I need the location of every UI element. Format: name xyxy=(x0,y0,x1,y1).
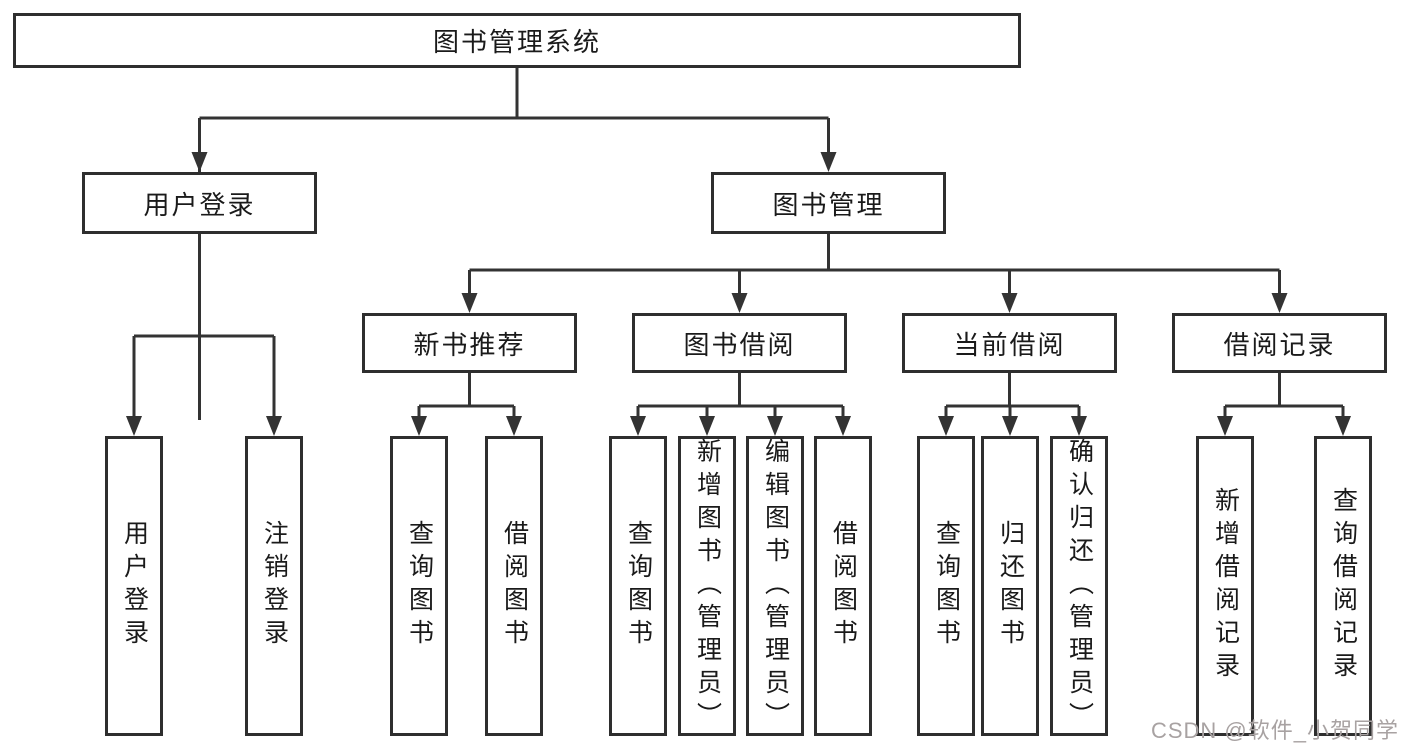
node-current-borrow: 当前借阅 xyxy=(902,313,1117,373)
arrowheads xyxy=(126,152,1351,436)
leaf-edit-books-admin-label: 编辑图书（管理员） xyxy=(761,437,790,735)
node-root-label: 图书管理系统 xyxy=(432,27,601,57)
leaf-borrow-books-1: 借阅图书 xyxy=(485,436,543,736)
node-root: 图书管理系统 xyxy=(13,13,1021,68)
leaf-query-books-3: 查询图书 xyxy=(917,436,975,736)
leaf-user-login: 用户登录 xyxy=(105,436,163,736)
leaf-add-borrow-record-label: 新增借阅记录 xyxy=(1211,487,1240,685)
leaf-return-books: 归还图书 xyxy=(981,436,1039,736)
leaf-query-borrow-record: 查询借阅记录 xyxy=(1314,436,1372,736)
node-user-login-branch-label: 用户登录 xyxy=(143,189,256,220)
leaf-query-borrow-record-label: 查询借阅记录 xyxy=(1329,487,1358,685)
node-new-book-recommend-label: 新书推荐 xyxy=(413,329,526,360)
leaf-confirm-return-admin-label: 确认归还（管理员） xyxy=(1065,437,1094,735)
connector-current-branch xyxy=(944,373,1081,420)
node-book-management-branch: 图书管理 xyxy=(711,172,946,234)
node-borrow-record: 借阅记录 xyxy=(1172,313,1387,373)
connector-new-book-branch xyxy=(417,373,516,420)
leaf-return-books-label: 归还图书 xyxy=(996,520,1025,652)
connector-root xyxy=(198,68,830,420)
leaf-edit-books-admin: 编辑图书（管理员） xyxy=(746,436,804,736)
leaf-add-books-admin: 新增图书（管理员） xyxy=(678,436,736,736)
leaf-borrow-books-2-label: 借阅图书 xyxy=(829,520,858,652)
leaf-add-borrow-record: 新增借阅记录 xyxy=(1196,436,1254,736)
leaf-logout: 注销登录 xyxy=(245,436,303,736)
leaf-query-books-2: 查询图书 xyxy=(609,436,667,736)
connector-borrow-branch xyxy=(636,373,845,420)
node-borrow-record-label: 借阅记录 xyxy=(1223,329,1336,360)
leaf-borrow-books-2: 借阅图书 xyxy=(814,436,872,736)
leaf-borrow-books-1-label: 借阅图书 xyxy=(500,520,529,652)
leaf-confirm-return-admin: 确认归还（管理员） xyxy=(1050,436,1108,736)
node-new-book-recommend: 新书推荐 xyxy=(362,313,577,373)
connector-user-login-branch xyxy=(132,234,276,420)
connector-book-mgmt-branch xyxy=(468,234,1281,297)
node-user-login-branch: 用户登录 xyxy=(82,172,317,234)
node-book-borrow: 图书借阅 xyxy=(632,313,847,373)
leaf-query-books-2-label: 查询图书 xyxy=(624,520,653,652)
leaf-query-books-1-label: 查询图书 xyxy=(405,520,434,652)
node-book-management-branch-label: 图书管理 xyxy=(772,189,885,220)
leaf-query-books-1: 查询图书 xyxy=(390,436,448,736)
watermark: CSDN @软件_小贺同学 xyxy=(1150,718,1399,743)
leaf-logout-label: 注销登录 xyxy=(260,520,289,652)
node-current-borrow-label: 当前借阅 xyxy=(953,329,1066,360)
node-book-borrow-label: 图书借阅 xyxy=(683,329,796,360)
connector-record-branch xyxy=(1223,373,1345,420)
leaf-user-login-label: 用户登录 xyxy=(120,520,149,652)
leaf-query-books-3-label: 查询图书 xyxy=(932,520,961,652)
leaf-add-books-admin-label: 新增图书（管理员） xyxy=(693,437,722,735)
